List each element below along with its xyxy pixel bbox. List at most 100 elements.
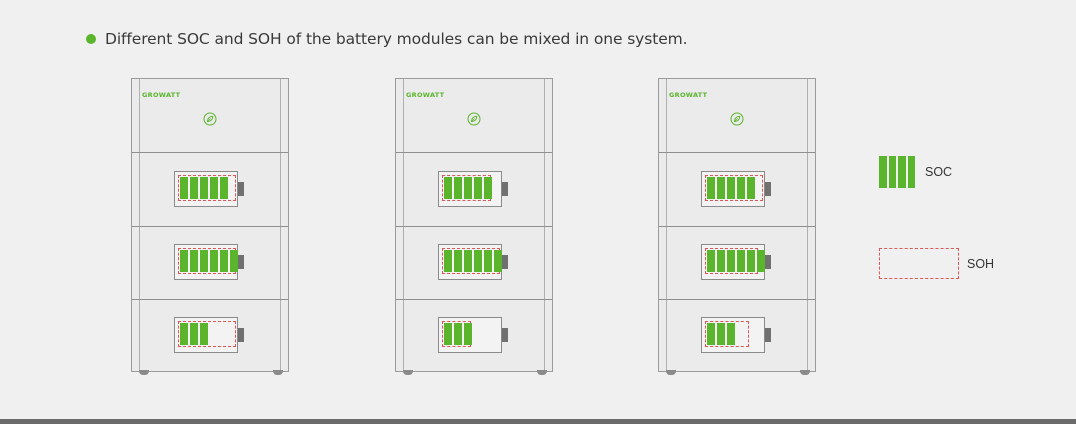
battery-module-3 [396,299,552,372]
battery-terminal [765,255,771,269]
stack-foot [800,370,810,375]
soh-indicator [178,175,236,201]
soc-cell [747,177,755,199]
leaf-icon [730,112,744,126]
battery-icon [701,244,765,280]
side-rail [139,79,140,371]
side-rail [666,79,667,371]
soh-legend-icon [879,248,959,279]
headline-text: Different SOC and SOH of the battery mod… [105,30,688,48]
battery-icon [174,244,238,280]
battery-terminal [502,182,508,196]
soc-cell [474,250,482,272]
battery-stack-3: GROWATT [658,78,820,378]
stack-foot [139,370,149,375]
soc-cell [727,177,735,199]
battery-module-2 [659,226,815,300]
soc-indicator [180,177,228,199]
legend-soc-label: SOC [925,165,953,179]
soc-cell [220,177,228,199]
soc-cell [190,250,198,272]
battery-module-2 [132,226,288,300]
brand-logo: GROWATT [669,91,708,99]
soc-cell [464,323,472,345]
soc-indicator [180,323,208,345]
battery-icon [438,171,502,207]
legend-soc: SOC [879,156,952,188]
soc-cell [464,250,472,272]
leaf-icon [203,112,217,126]
battery-icon [438,317,502,353]
stack-foot [666,370,676,375]
soc-cell [717,323,725,345]
battery-icon [174,171,238,207]
soc-indicator [444,323,472,345]
soc-cell [737,250,745,272]
control-unit: GROWATT [659,79,815,153]
soc-cell [737,177,745,199]
soc-cell [180,323,188,345]
soc-cell [717,177,725,199]
brand-logo: GROWATT [406,91,445,99]
legend-soh-label: SOH [967,256,995,271]
battery-module-1 [659,153,815,227]
battery-terminal [502,255,508,269]
brand-logo: GROWATT [142,91,181,99]
soc-cell [180,177,188,199]
battery-module-2 [396,226,552,300]
soc-cell [444,177,452,199]
soc-cell [494,250,502,272]
soc-cell [454,250,462,272]
soc-indicator [707,323,735,345]
side-rail [544,79,545,371]
stack-body: GROWATT [658,78,816,372]
soh-indicator [705,175,763,201]
battery-terminal [765,328,771,342]
battery-module-1 [396,153,552,227]
soc-legend-icon [879,156,915,188]
soc-cell [747,250,755,272]
soc-cell [707,323,715,345]
soc-cell [210,250,218,272]
soc-cell [200,177,208,199]
soh-indicator [178,321,236,347]
battery-stack-1: GROWATT [131,78,293,378]
soc-cell [444,323,452,345]
soc-cell [727,323,735,345]
stack-foot [403,370,413,375]
side-rail [403,79,404,371]
soc-cell [200,323,208,345]
control-unit: GROWATT [132,79,288,153]
battery-module-3 [659,299,815,372]
battery-terminal [238,255,244,269]
control-unit: GROWATT [396,79,552,153]
battery-terminal [238,328,244,342]
soc-cell [454,323,462,345]
bullet-dot-icon [86,34,96,44]
soc-cell [190,323,198,345]
soc-cell [707,250,715,272]
stack-foot [537,370,547,375]
battery-icon [438,244,502,280]
battery-terminal [502,328,508,342]
legend-soh: SOH [879,248,994,279]
soc-cell [717,250,725,272]
leaf-icon [467,112,481,126]
soc-cell [757,250,765,272]
soc-indicator [444,177,492,199]
soc-cell [474,177,482,199]
battery-stack-2: GROWATT [395,78,557,378]
bottom-bar [0,419,1076,424]
soh-indicator [705,321,749,347]
soc-indicator [707,250,765,272]
battery-terminal [765,182,771,196]
battery-terminal [238,182,244,196]
soc-cell [190,177,198,199]
side-rail [280,79,281,371]
soc-indicator [707,177,755,199]
soc-indicator [444,250,502,272]
side-rail [807,79,808,371]
headline: Different SOC and SOH of the battery mod… [86,27,688,51]
soc-cell [727,250,735,272]
soc-cell [200,250,208,272]
